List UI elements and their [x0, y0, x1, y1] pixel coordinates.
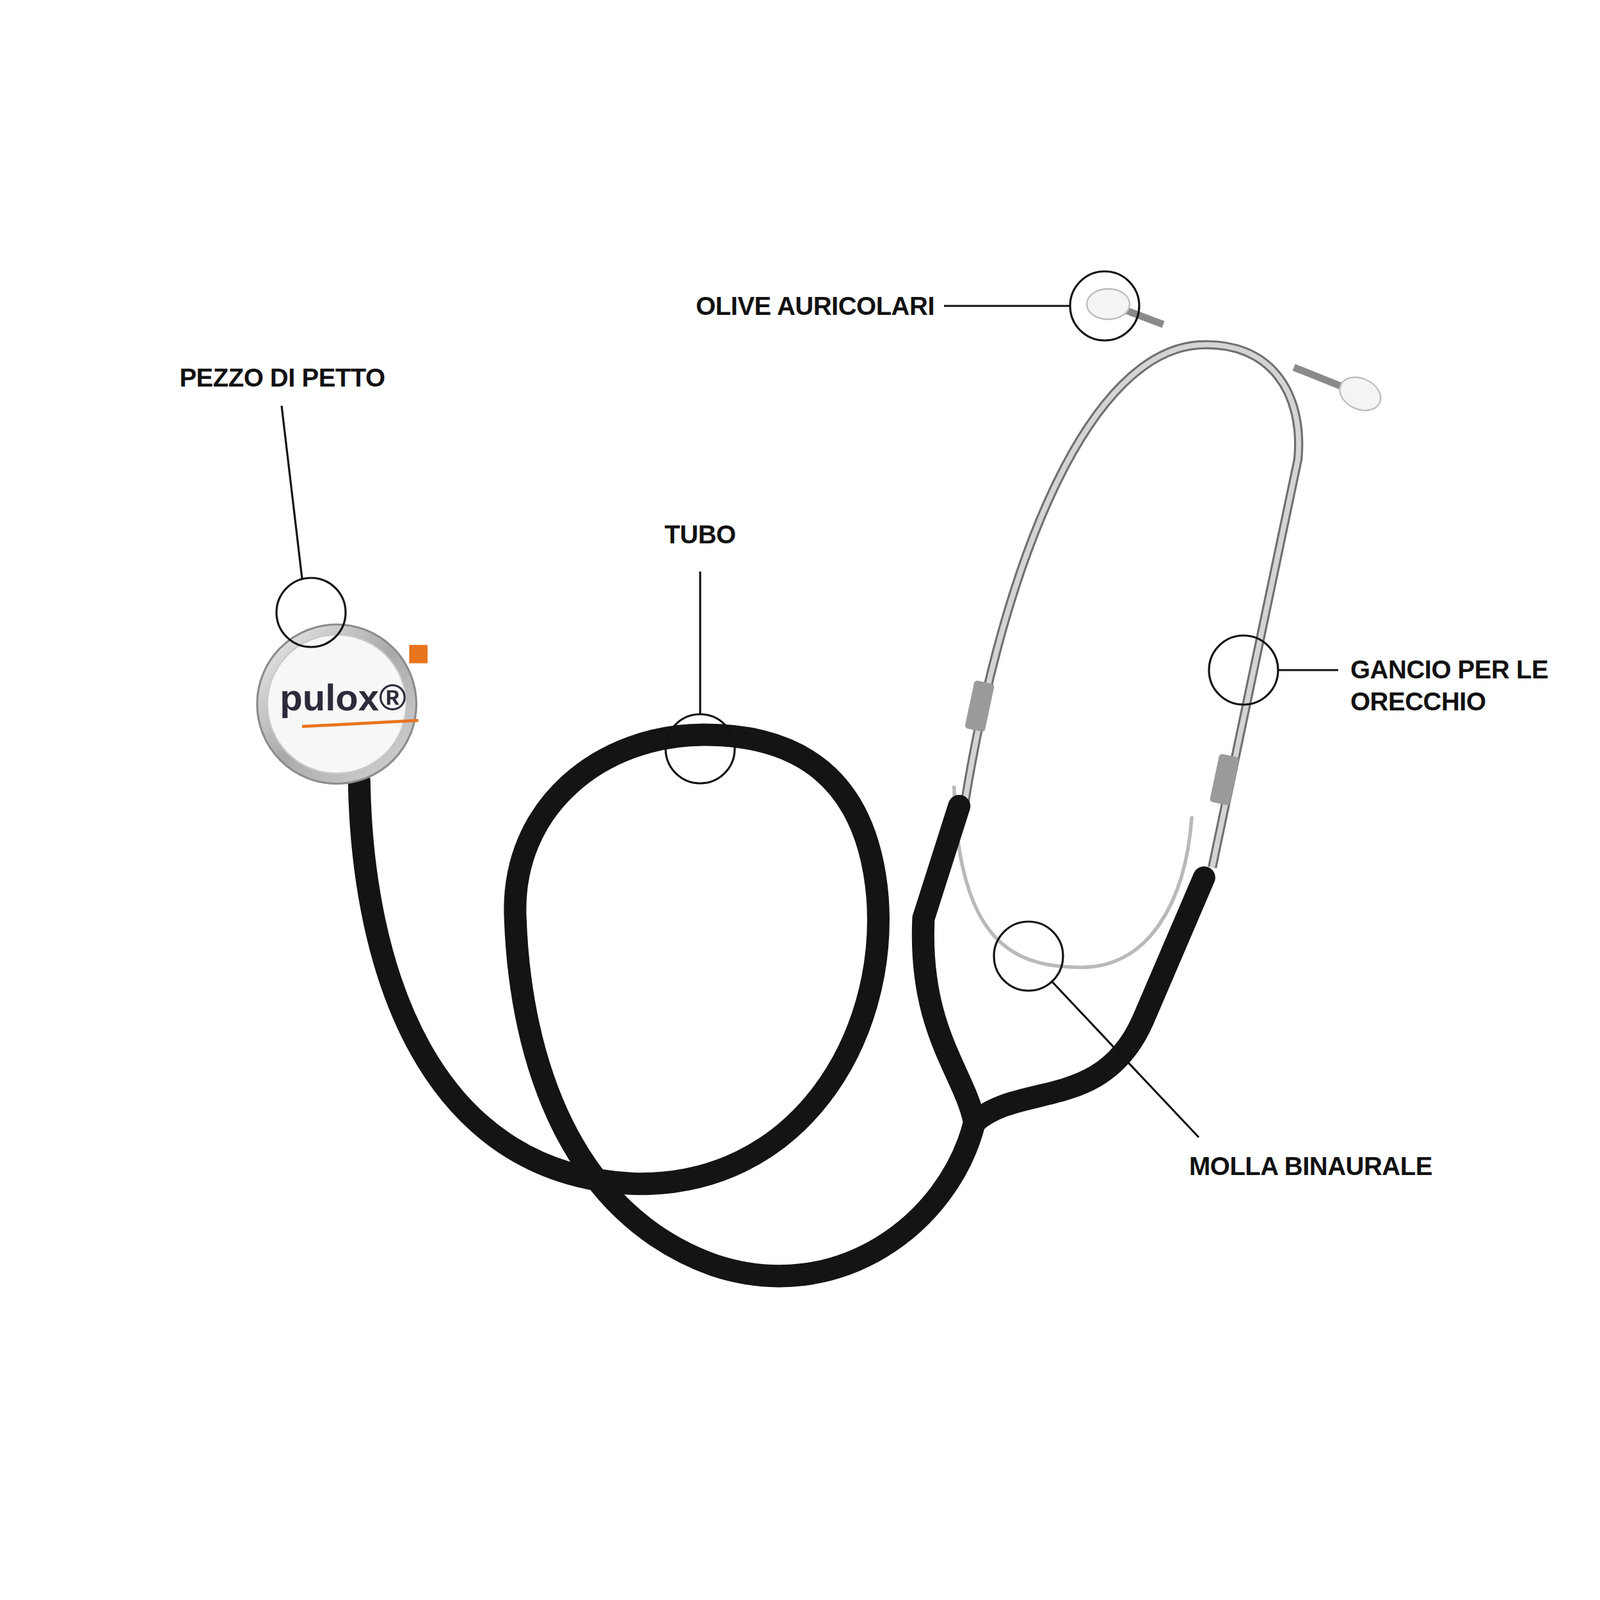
- part-label: PEZZO DI PETTO: [179, 361, 385, 394]
- leader-line: [1278, 668, 1339, 671]
- brand-logo: pulox®: [279, 679, 406, 717]
- metal-tube: [964, 344, 1299, 868]
- ear-olive: [1334, 371, 1387, 418]
- leader-line: [1051, 981, 1199, 1138]
- stethoscope-figure: [257, 288, 1387, 1277]
- callout-circle: [993, 921, 1064, 991]
- rubber-tube: [974, 877, 1205, 1123]
- tube-sleeve: [964, 680, 995, 733]
- ear-olive: [1086, 288, 1130, 320]
- binaural-spring: [954, 785, 1192, 968]
- leader-line: [944, 304, 1071, 307]
- ear-stem: [1294, 367, 1346, 388]
- callouts: [276, 271, 1339, 1138]
- part-label: OLIVE AURICOLARI: [695, 289, 935, 322]
- tube-sleeve: [1209, 753, 1240, 806]
- leader-line: [281, 405, 303, 579]
- callout-circle: [1070, 271, 1140, 341]
- logo-square: [408, 645, 428, 664]
- part-label: TUBO: [664, 518, 736, 551]
- metal-tube-highlight: [964, 344, 1299, 868]
- leader-line: [698, 571, 701, 715]
- chest-piece-rim: [257, 624, 417, 784]
- part-label: MOLLA BINAURALE: [1189, 1150, 1433, 1183]
- logo-underline: [302, 720, 419, 728]
- part-label: GANCIO PER LE ORECCHIO: [1350, 653, 1572, 718]
- callout-circle: [276, 577, 346, 648]
- chest-piece-face: [267, 634, 407, 774]
- rubber-tube: [922, 806, 975, 1123]
- rubber-tube: [359, 734, 975, 1277]
- callout-circle: [1208, 635, 1279, 705]
- callout-circle: [665, 714, 735, 784]
